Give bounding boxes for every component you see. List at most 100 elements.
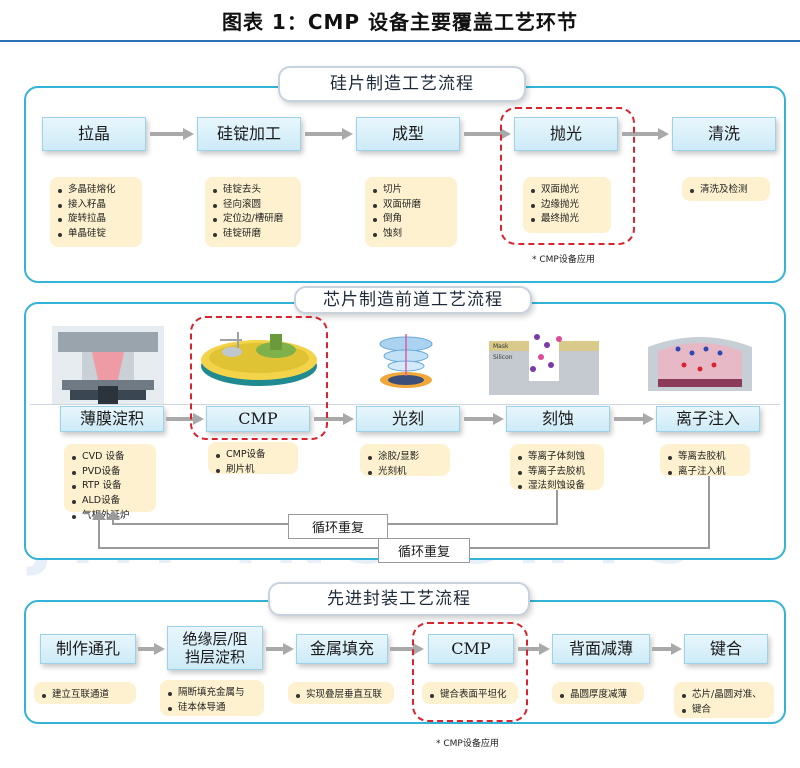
note-item: 蚀刻 <box>373 227 449 242</box>
lithography-illustration <box>379 334 433 388</box>
note-barrier-deposition: 隔断填充金属与 硅本体导通 <box>160 680 264 716</box>
note-item: PVD设备 <box>72 465 148 480</box>
note-cmp-packaging: 键合表面平坦化 <box>422 682 518 704</box>
note-item: 湿法刻蚀设备 <box>518 479 596 494</box>
step-bonding: 键合 <box>684 634 768 664</box>
section-wafer-title: 硅片制造工艺流程 <box>278 66 526 102</box>
note-item: 等离去胶机 <box>668 450 742 465</box>
note-item: 倒角 <box>373 212 449 227</box>
note-crystal-pulling: 多晶硅熔化 接入籽晶 旋转拉晶 单晶硅锭 <box>50 177 142 247</box>
section-divider <box>30 404 780 405</box>
note-item: 等离子去胶机 <box>518 465 596 480</box>
title-rule <box>0 40 800 42</box>
note-item: 切片 <box>373 183 449 198</box>
arrow-3-4 <box>464 128 511 140</box>
note-item: 旋转拉晶 <box>58 212 134 227</box>
note-polishing: 双面抛光 边缘抛光 最终抛光 <box>523 177 611 233</box>
loop-arrow-inner-head <box>106 510 120 520</box>
arrow-fe-4-5 <box>614 413 654 425</box>
note-item: 多晶硅熔化 <box>58 183 134 198</box>
note-item: 实现叠层垂直互联 <box>296 688 386 703</box>
note-item: 硅锭研磨 <box>213 227 293 242</box>
note-item: 刷片机 <box>216 463 290 478</box>
step-lithography: 光刻 <box>356 406 460 432</box>
cmp-highlight-packaging <box>412 622 528 722</box>
note-item: 键合表面平坦化 <box>430 688 510 703</box>
note-item: 建立互联通道 <box>42 688 128 703</box>
arrow-pk-1-2 <box>138 643 165 655</box>
page-title: 图表 1：CMP 设备主要覆盖工艺环节 <box>221 10 579 34</box>
section-packaging <box>24 600 786 724</box>
deposition-chamber-illustration <box>52 326 164 404</box>
arrow-1-2 <box>150 128 194 140</box>
section-frontend-title: 芯片制造前道工艺流程 <box>294 286 532 314</box>
note-item: 等离子体刻蚀 <box>518 450 596 465</box>
note-shaping: 切片 双面研磨 倒角 蚀刻 <box>365 177 457 247</box>
note-item: 晶圆厚度减薄 <box>560 688 636 703</box>
arrow-pk-5-6 <box>652 643 682 655</box>
arrow-pk-2-3 <box>266 643 294 655</box>
note-item: 光刻机 <box>368 465 442 480</box>
arrow-2-3 <box>305 128 353 140</box>
step-cleaning: 清洗 <box>672 117 776 151</box>
note-item: 径向滚圆 <box>213 198 293 213</box>
step-ingot-processing: 硅锭加工 <box>197 117 301 151</box>
note-item: CMP设备 <box>216 448 290 463</box>
cmp-caption-packaging: * CMP设备应用 <box>436 739 499 749</box>
note-item: 双面抛光 <box>531 183 603 198</box>
note-thin-film-deposition: CVD 设备 PVD设备 RTP 设备 ALD设备 气相外延炉 <box>64 444 156 521</box>
step-metal-fill: 金属填充 <box>296 634 388 664</box>
ion-implant-illustration <box>648 337 752 391</box>
step-crystal-pulling: 拉晶 <box>42 117 146 151</box>
note-item: CVD 设备 <box>72 450 148 465</box>
step-cmp-packaging: CMP <box>428 634 514 664</box>
note-item: 气相外延炉 <box>72 509 148 524</box>
note-item: ALD设备 <box>72 494 148 509</box>
step-barrier-deposition: 绝缘层/阻 挡层淀积 <box>167 626 263 670</box>
step-ion-implantation: 离子注入 <box>656 406 760 432</box>
note-cmp: CMP设备 刷片机 <box>208 442 298 475</box>
loop-line-inner-vertical <box>556 490 558 524</box>
note-item: 定位边/槽研磨 <box>213 212 293 227</box>
note-item: 边缘抛光 <box>531 198 603 213</box>
note-cleaning: 清洗及检测 <box>682 177 770 201</box>
note-item: 最终抛光 <box>531 212 603 227</box>
note-item: 隔断填充金属与 <box>168 686 256 701</box>
step-cmp: CMP <box>206 406 310 432</box>
note-item: 接入籽晶 <box>58 198 134 213</box>
note-etching: 等离子体刻蚀 等离子去胶机 湿法刻蚀设备 <box>510 444 604 491</box>
note-item: 清洗及检测 <box>690 183 762 198</box>
arrow-fe-2-3 <box>314 413 354 425</box>
cmp-highlight-polishing <box>500 107 635 245</box>
note-item: 键合 <box>682 703 766 718</box>
step-polishing: 抛光 <box>514 117 618 151</box>
note-lithography: 涂胶/显影 光刻机 <box>360 444 450 477</box>
loop-arrow-outer-head <box>92 510 106 520</box>
step-thin-film-deposition: 薄膜淀积 <box>60 406 164 432</box>
note-backside-thinning: 晶圆厚度减薄 <box>552 682 644 704</box>
note-ingot-processing: 硅锭去头 径向滚圆 定位边/槽研磨 硅锭研磨 <box>205 177 301 247</box>
arrow-pk-4-5 <box>518 643 550 655</box>
loop-label-outer: 循环重复 <box>378 538 470 563</box>
note-item: 硅本体导通 <box>168 701 256 716</box>
note-via-formation: 建立互联通道 <box>34 682 136 704</box>
note-ion-implantation: 等离去胶机 离子注入机 <box>660 444 750 477</box>
silicon-label: Silicon <box>493 354 513 361</box>
note-item: 芯片/晶圆对准、 <box>682 688 766 703</box>
loop-line-outer-up <box>98 512 100 548</box>
step-via-formation: 制作通孔 <box>40 634 136 664</box>
loop-line-outer-vertical <box>708 476 710 548</box>
cmp-caption-wafer: * CMP设备应用 <box>532 255 595 265</box>
cmp-highlight-frontend <box>190 316 328 440</box>
note-item: 硅锭去头 <box>213 183 293 198</box>
loop-label-inner: 循环重复 <box>288 514 388 539</box>
step-backside-thinning: 背面减薄 <box>552 634 650 664</box>
etching-illustration: Mask Silicon <box>489 333 599 395</box>
note-item: 离子注入机 <box>668 465 742 480</box>
cmp-polisher-illustration <box>201 332 317 386</box>
arrow-pk-3-4 <box>390 643 424 655</box>
step-etching: 刻蚀 <box>506 406 610 432</box>
note-item: 涂胶/显影 <box>368 450 442 465</box>
step-shaping: 成型 <box>356 117 460 151</box>
note-item: 双面研磨 <box>373 198 449 213</box>
